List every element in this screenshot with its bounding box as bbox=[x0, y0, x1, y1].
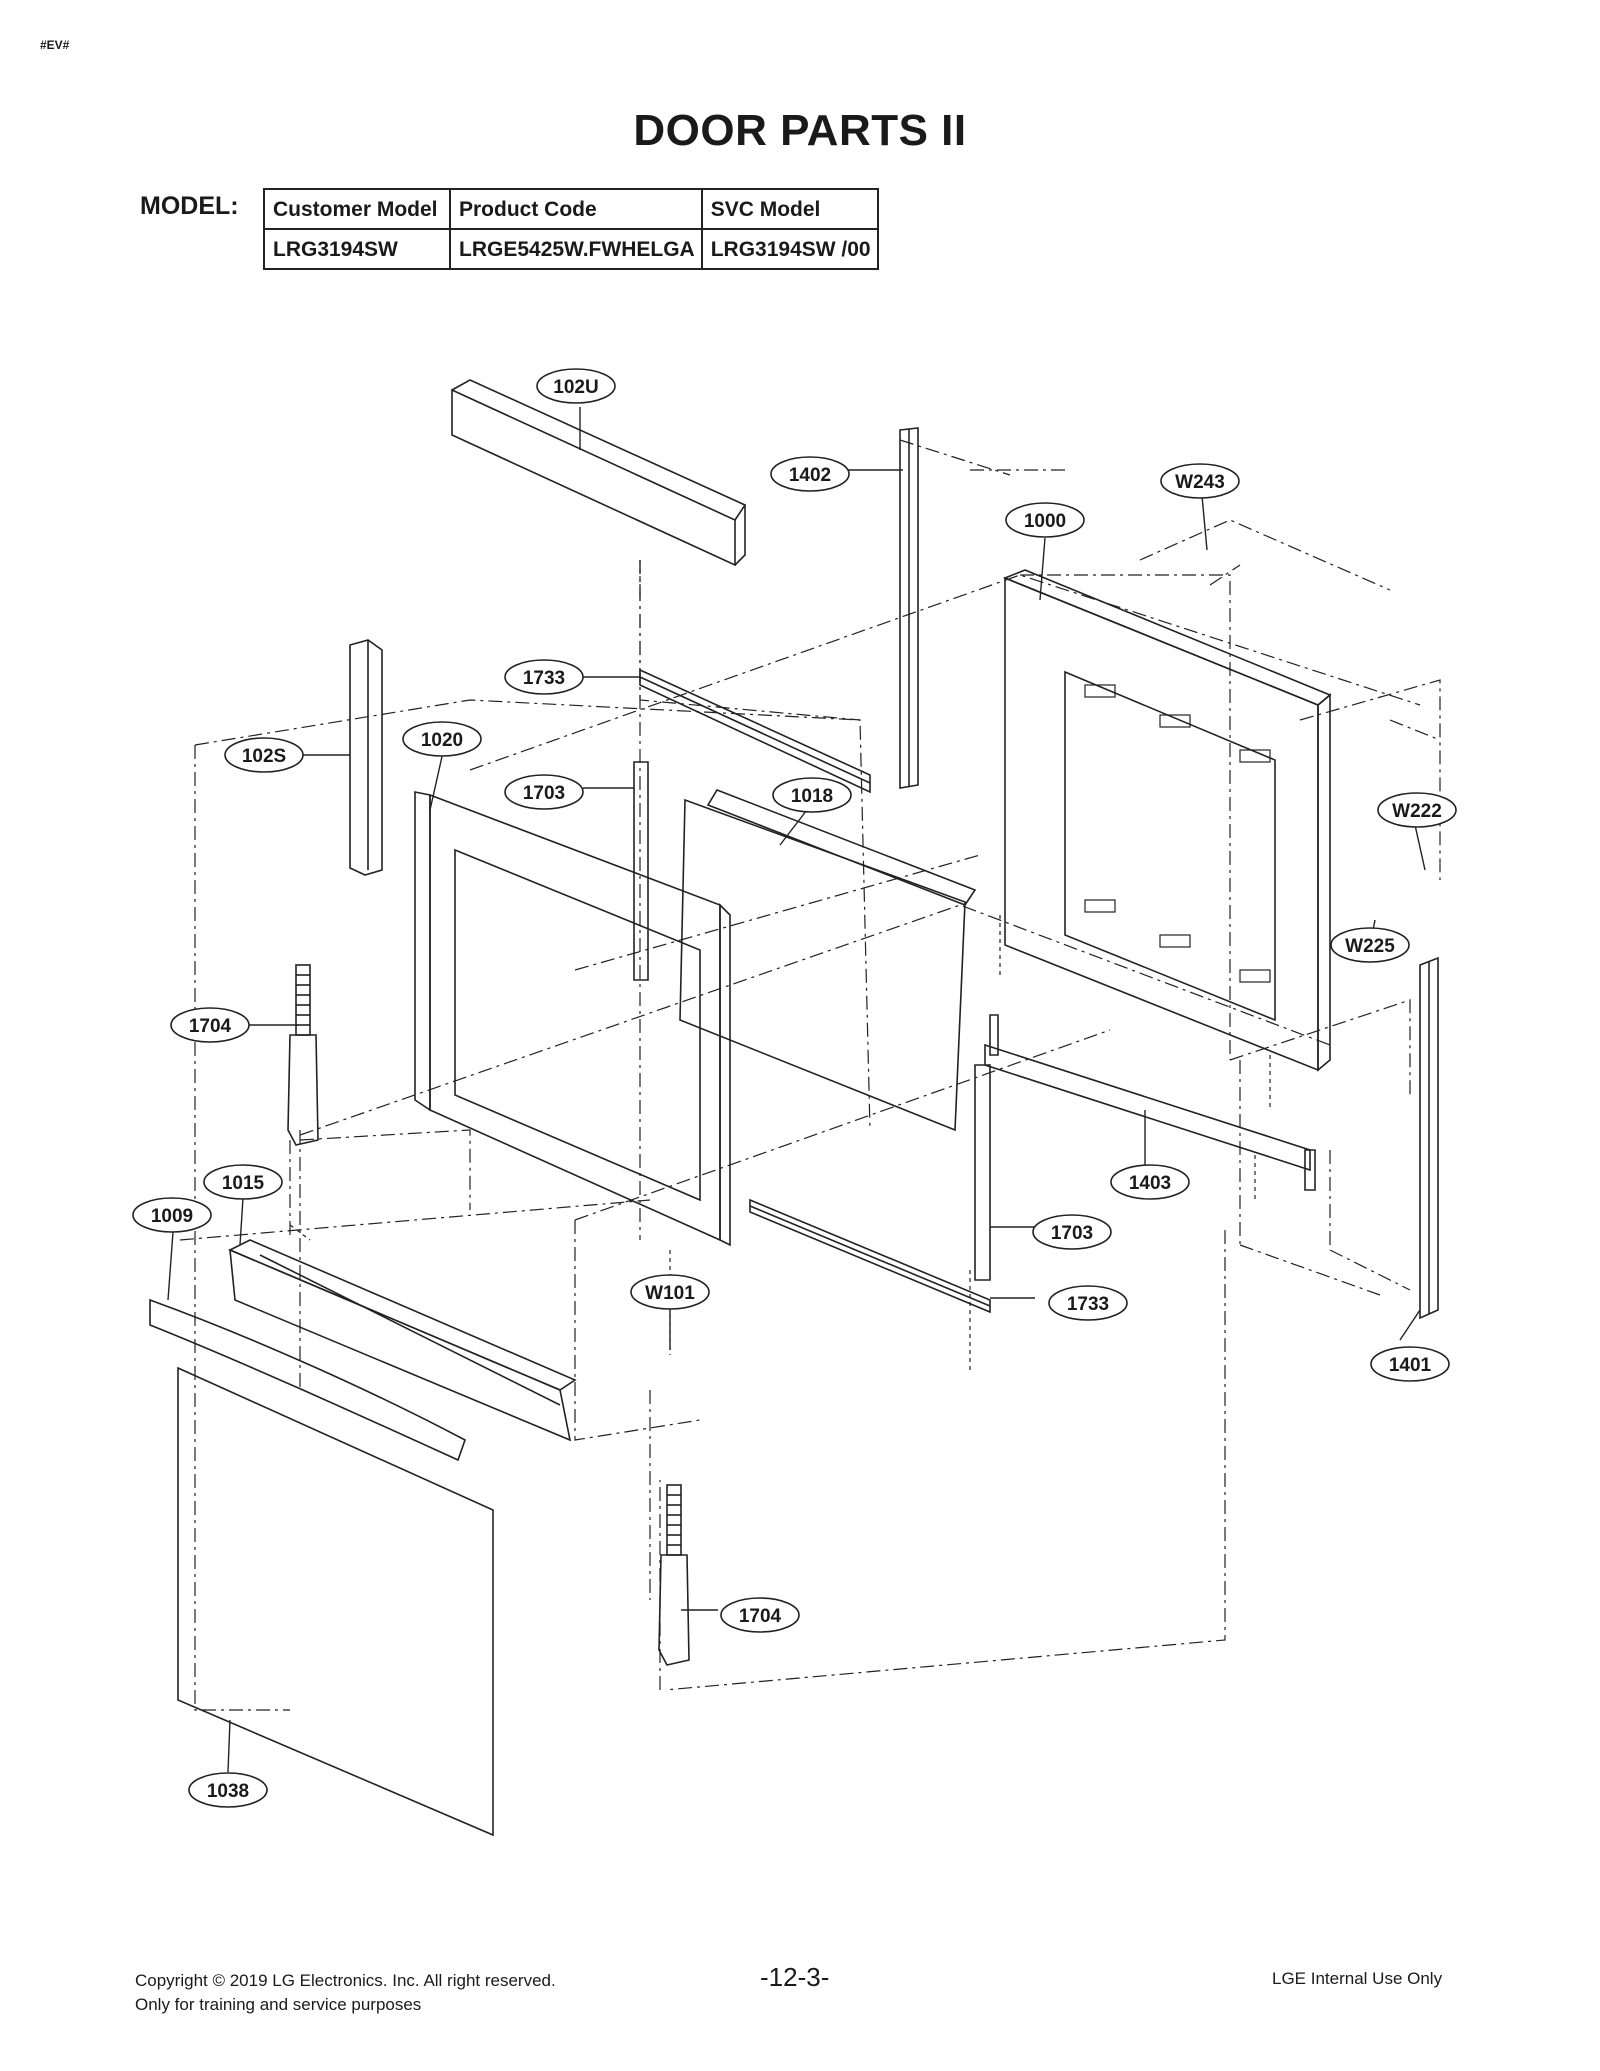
part-1038-front-glass bbox=[177, 1366, 494, 1837]
part-1403-bottom-bracket bbox=[984, 1014, 1316, 1191]
callout-label: 102S bbox=[242, 746, 286, 767]
header-customer-model: Customer Model bbox=[263, 188, 451, 230]
part-102U-top-trim bbox=[451, 379, 747, 567]
part-1000-back-frame bbox=[1002, 569, 1332, 1072]
footer-internal-note: LGE Internal Use Only bbox=[1272, 1969, 1443, 1988]
callout-label: 1403 bbox=[1129, 1173, 1171, 1194]
callout-label: 1038 bbox=[207, 1781, 249, 1802]
part-1703-top-bar bbox=[633, 761, 649, 981]
part-1733-lower-rail bbox=[749, 1198, 991, 1314]
part-1020-inner-frame bbox=[414, 791, 731, 1247]
callout-label: 1018 bbox=[791, 786, 833, 807]
part-1704-hinge-lower bbox=[658, 1484, 690, 1666]
part-1703-lower-bar bbox=[974, 1064, 991, 1281]
part-1401-side-strip bbox=[1419, 956, 1439, 1320]
cell-product-code: LRGE5425W.FWHELGA bbox=[449, 228, 703, 270]
callout-ovals bbox=[132, 368, 1457, 1808]
footer-copyright-block: Copyright © 2019 LG Electronics. Inc. Al… bbox=[135, 1969, 556, 2017]
assembly-guide-lines bbox=[179, 439, 1441, 1711]
part-102S-side-trim bbox=[349, 639, 383, 876]
callout-label: 1402 bbox=[789, 465, 831, 486]
callout-label: 1401 bbox=[1389, 1355, 1432, 1376]
callout-labels: 102U 1402 W243 1000 1733 1020 102S 1703 … bbox=[151, 377, 1442, 1802]
leader-lines bbox=[167, 407, 1426, 1773]
callout-label: W101 bbox=[645, 1283, 695, 1304]
callout-label: W225 bbox=[1345, 936, 1395, 957]
callout-label: 1009 bbox=[151, 1206, 193, 1227]
part-1704-hinge-upper bbox=[287, 964, 319, 1146]
document-tag: #EV# bbox=[40, 38, 70, 52]
footer-copyright: Copyright © 2019 LG Electronics. Inc. Al… bbox=[135, 1971, 556, 1990]
cell-customer-model: LRG3194SW bbox=[263, 228, 451, 270]
header-product-code: Product Code bbox=[449, 188, 703, 230]
callout-label: 1704 bbox=[189, 1016, 232, 1037]
part-1733-top-rail bbox=[639, 668, 871, 794]
screw-guide-lines bbox=[289, 560, 1271, 1370]
footer-purpose: Only for training and service purposes bbox=[135, 1995, 422, 2014]
model-table-row: LRG3194SW LRGE5425W.FWHELGA LRG3194SW /0… bbox=[263, 228, 879, 270]
callout-label: 1704 bbox=[739, 1606, 782, 1627]
callout-label: 1703 bbox=[1051, 1223, 1093, 1244]
callout-label: 1015 bbox=[222, 1173, 265, 1194]
callout-label: 1733 bbox=[1067, 1294, 1109, 1315]
part-1018-glass bbox=[679, 789, 977, 1132]
cell-svc-model: LRG3194SW /00 bbox=[700, 228, 879, 270]
callout-label: 102U bbox=[553, 377, 598, 398]
callout-label: W243 bbox=[1175, 472, 1225, 493]
part-1015-handle-bracket bbox=[228, 1239, 577, 1442]
page-title: DOOR PARTS II bbox=[633, 106, 967, 155]
callout-label: 1020 bbox=[421, 730, 463, 751]
model-table-header-row: Customer Model Product Code SVC Model bbox=[263, 188, 879, 230]
model-label: MODEL: bbox=[140, 192, 239, 220]
model-table: Customer Model Product Code SVC Model LR… bbox=[263, 188, 879, 270]
callout-label: W222 bbox=[1392, 801, 1442, 822]
callout-label: 1703 bbox=[523, 783, 565, 804]
part-1402-vertical-strip bbox=[899, 427, 919, 789]
page-number: -12-3- bbox=[760, 1962, 830, 1992]
header-svc-model: SVC Model bbox=[700, 188, 879, 230]
callout-label: 1733 bbox=[523, 668, 565, 689]
part-1009-handle bbox=[149, 1298, 466, 1462]
callout-label: 1000 bbox=[1024, 511, 1066, 532]
